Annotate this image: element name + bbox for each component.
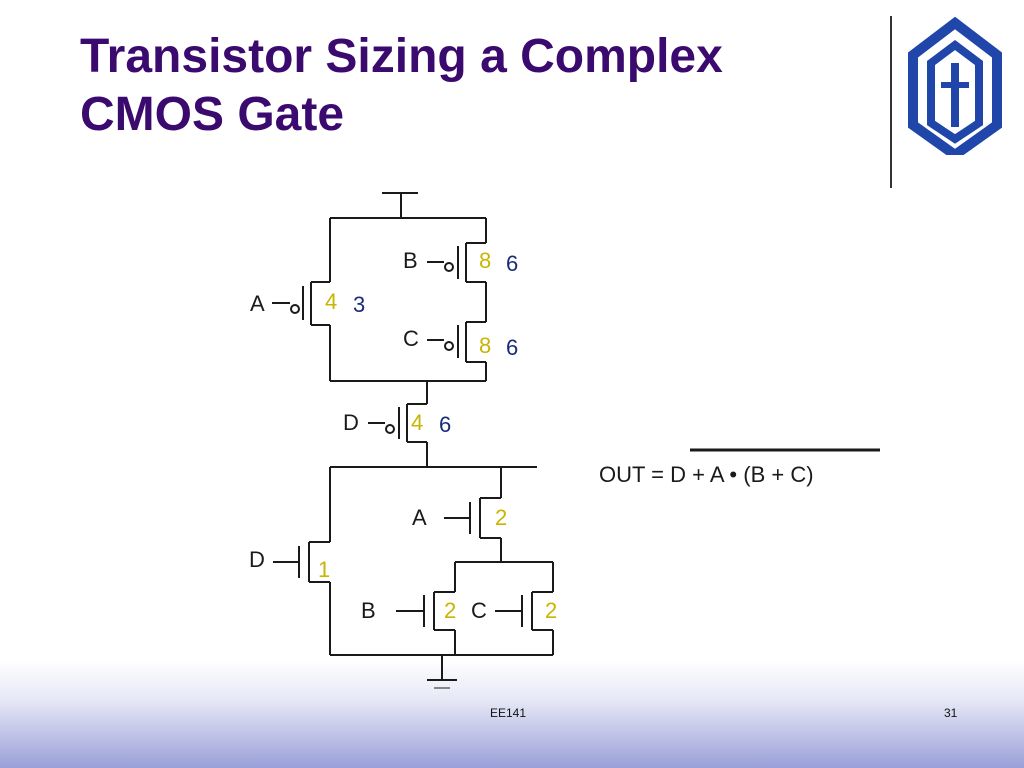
pmos-a-input-label: A (250, 291, 265, 316)
pmos-c-input-label: C (403, 326, 419, 351)
pmos-d-size-yellow: 4 (411, 410, 423, 435)
title-line-1: Transistor Sizing a Complex (80, 30, 723, 83)
nmos-b-size-yellow: 2 (444, 598, 456, 623)
nmos-c-size-yellow: 2 (545, 598, 557, 623)
nmos-b-input-label: B (361, 598, 376, 623)
nmos-a-size-yellow: 2 (495, 505, 507, 530)
header-divider (890, 16, 892, 188)
pmos-d-input-label: D (343, 410, 359, 435)
nmos-a-input-label: A (412, 505, 427, 530)
pmos-d-size-blue: 6 (439, 412, 451, 437)
pmos-b-size-blue: 6 (506, 251, 518, 276)
pmos-a-size-blue: 3 (353, 292, 365, 317)
pmos-a-size-yellow: 4 (325, 289, 337, 314)
pmos-b-size-yellow: 8 (479, 248, 491, 273)
university-logo-icon (908, 16, 1002, 155)
output-equation: OUT = D + A • (B + C) (599, 462, 814, 487)
title-line-2: CMOS Gate (80, 88, 345, 141)
slide-title: Transistor Sizing a Complex CMOS Gate (80, 28, 860, 144)
footer-page-number: 31 (944, 706, 958, 720)
nmos-c-input-label: C (471, 598, 487, 623)
pmos-c-size-blue: 6 (506, 335, 518, 360)
wires (272, 192, 880, 689)
nmos-d-size-yellow: 1 (318, 557, 330, 582)
pmos-b-input-label: B (403, 248, 418, 273)
nmos-d-input-label: D (249, 547, 265, 572)
pmos-c-size-yellow: 8 (479, 333, 491, 358)
footer-course-code: EE141 (490, 706, 527, 720)
